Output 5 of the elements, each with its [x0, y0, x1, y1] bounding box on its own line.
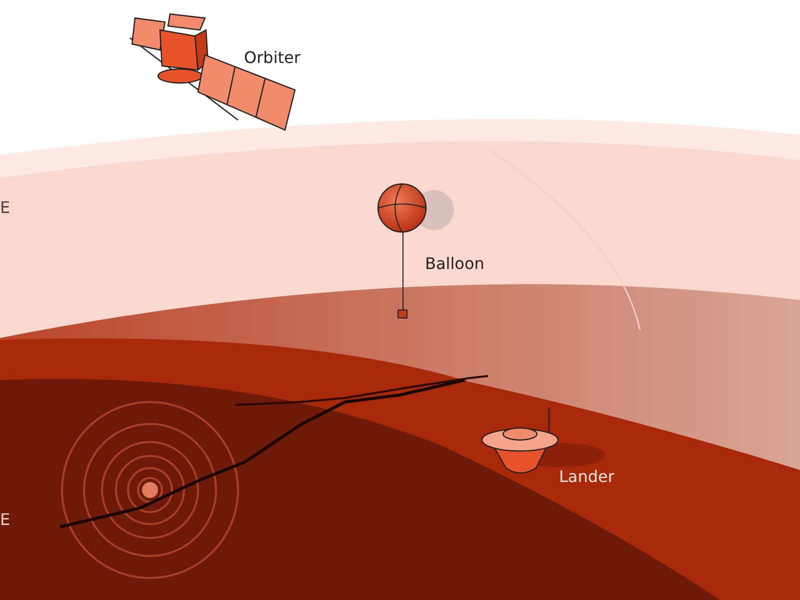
- side-label: E: [0, 199, 10, 217]
- part-label: Orbiter: [244, 49, 300, 67]
- part-label: Balloon: [425, 255, 484, 273]
- part-label: Lander: [559, 468, 614, 486]
- side-label: E: [0, 511, 10, 529]
